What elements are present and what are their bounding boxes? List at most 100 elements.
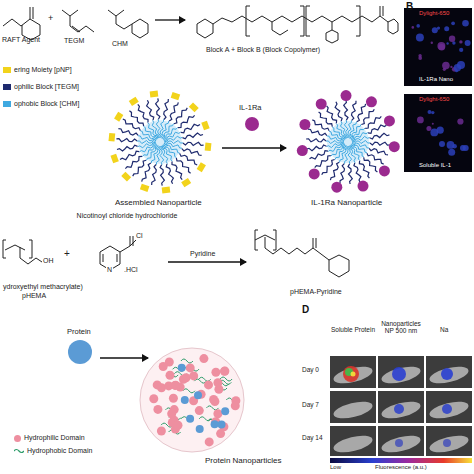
legend-entry: Hydrophobic Domain — [14, 447, 92, 455]
ivis-image — [330, 391, 376, 423]
hydrophilic-domain — [157, 427, 166, 436]
cell-stain — [449, 36, 455, 42]
polymer-chain — [118, 129, 138, 136]
polymer-chain — [308, 129, 327, 136]
polymer-chain — [340, 146, 347, 163]
fluorescence-signal — [343, 366, 359, 382]
pnp-moiety — [110, 154, 118, 164]
polymer-chain — [160, 165, 164, 186]
cell-stain — [432, 123, 434, 125]
pnp-moiety — [121, 172, 131, 182]
cell-stain — [437, 127, 444, 134]
polymer-chain — [369, 148, 388, 155]
polymer-chain — [152, 120, 159, 138]
animal-body — [380, 363, 422, 386]
polymer-chain — [116, 139, 137, 142]
polymer-chain — [340, 164, 345, 184]
animal-body — [380, 432, 422, 455]
hydrophobic-domain — [199, 417, 211, 421]
legend-entry: ering Moiety [pNP] — [3, 66, 72, 74]
ivis-image — [378, 426, 424, 456]
reaction-arrow — [155, 19, 185, 20]
column-header: Soluble Protein — [329, 326, 377, 333]
bond — [272, 22, 332, 35]
polymer-chain — [370, 142, 390, 145]
protein-sphere — [194, 391, 202, 399]
bracket — [255, 230, 276, 250]
sample-label: IL-1Ra Nano — [419, 76, 453, 83]
ivis-image — [330, 426, 376, 456]
il1ra-protein — [341, 90, 352, 101]
polymer-chain — [156, 98, 160, 119]
np-core — [327, 121, 369, 163]
colorbar-label: Fluorescence (a.u.) — [375, 464, 427, 471]
cell-stain — [418, 54, 421, 57]
cell-stain — [426, 126, 431, 131]
fluorescence-signal — [395, 439, 403, 447]
polymer-chain — [368, 125, 387, 133]
cell-stain — [446, 42, 448, 44]
hydrophilic-domain — [231, 401, 240, 410]
polymer-chain — [322, 160, 335, 175]
bracket — [3, 240, 32, 258]
bond — [30, 7, 33, 19]
polymer-chain — [352, 101, 357, 121]
cell-stain — [412, 26, 415, 29]
protein-label: IL-1Ra — [239, 104, 262, 113]
cell-stain — [459, 48, 463, 52]
polymer-chain — [359, 161, 369, 179]
cell-stain — [465, 40, 471, 46]
protein-sphere — [181, 396, 189, 404]
particle-label: Assembled Nanoparticle — [115, 198, 202, 207]
column-header: Nanoparticles NP 500 nm — [377, 320, 425, 335]
legend-entry: ophobic Block [CHM] — [3, 100, 79, 108]
cell-stain — [417, 117, 424, 124]
compound-name: pHEMA-Pyridine — [290, 288, 342, 296]
fluorescence-signal — [394, 404, 404, 414]
hydrophilic-domain — [171, 381, 180, 390]
polymer-chain — [174, 108, 187, 124]
colorbar-label: Low — [330, 464, 341, 471]
polymer-chain — [310, 151, 329, 159]
hydrophilic-domain — [210, 397, 219, 406]
hydrophilic-domain — [166, 371, 175, 380]
polymer-chain — [161, 146, 168, 164]
ivis-image — [378, 391, 424, 423]
polymer-chain — [117, 145, 138, 151]
hydrophilic-domain — [167, 409, 176, 418]
pnp-moiety — [162, 187, 171, 194]
polymer-chain — [182, 149, 202, 156]
generated-art — [108, 20, 472, 456]
polymer-chain — [133, 160, 146, 176]
bond — [120, 236, 136, 252]
cell-stain — [447, 141, 455, 149]
hydrophilic-domain — [199, 354, 208, 363]
legend-line-sample — [14, 448, 24, 454]
cell-stain — [443, 68, 446, 71]
animal-body — [428, 363, 470, 386]
polymer-chain — [365, 116, 381, 128]
cell-stain — [439, 141, 445, 147]
pnp-moiety — [140, 184, 149, 192]
cell-stain — [459, 40, 462, 43]
polymer-chain — [349, 146, 356, 163]
hydrophobic-domain — [220, 377, 232, 381]
hydrophilic-domain — [195, 406, 204, 415]
cell-stain — [416, 24, 420, 28]
fluorescence-signal — [351, 372, 356, 377]
panel-letter: B — [406, 1, 413, 13]
polymer-chain — [344, 120, 348, 138]
bond — [62, 10, 94, 32]
polymer-chain — [166, 164, 173, 184]
legend-entry: Hydrophilic Domain — [14, 434, 85, 442]
protein-sphere — [178, 364, 186, 372]
bond — [255, 235, 329, 260]
legend-text: ophobic Block [CHM] — [14, 100, 79, 108]
cell-stain — [462, 20, 469, 27]
il1ra-protein — [245, 117, 259, 131]
plus-sign: + — [48, 13, 53, 23]
colorbar — [330, 458, 472, 463]
polymer-chain — [164, 99, 169, 119]
polymer-chain — [147, 100, 154, 120]
